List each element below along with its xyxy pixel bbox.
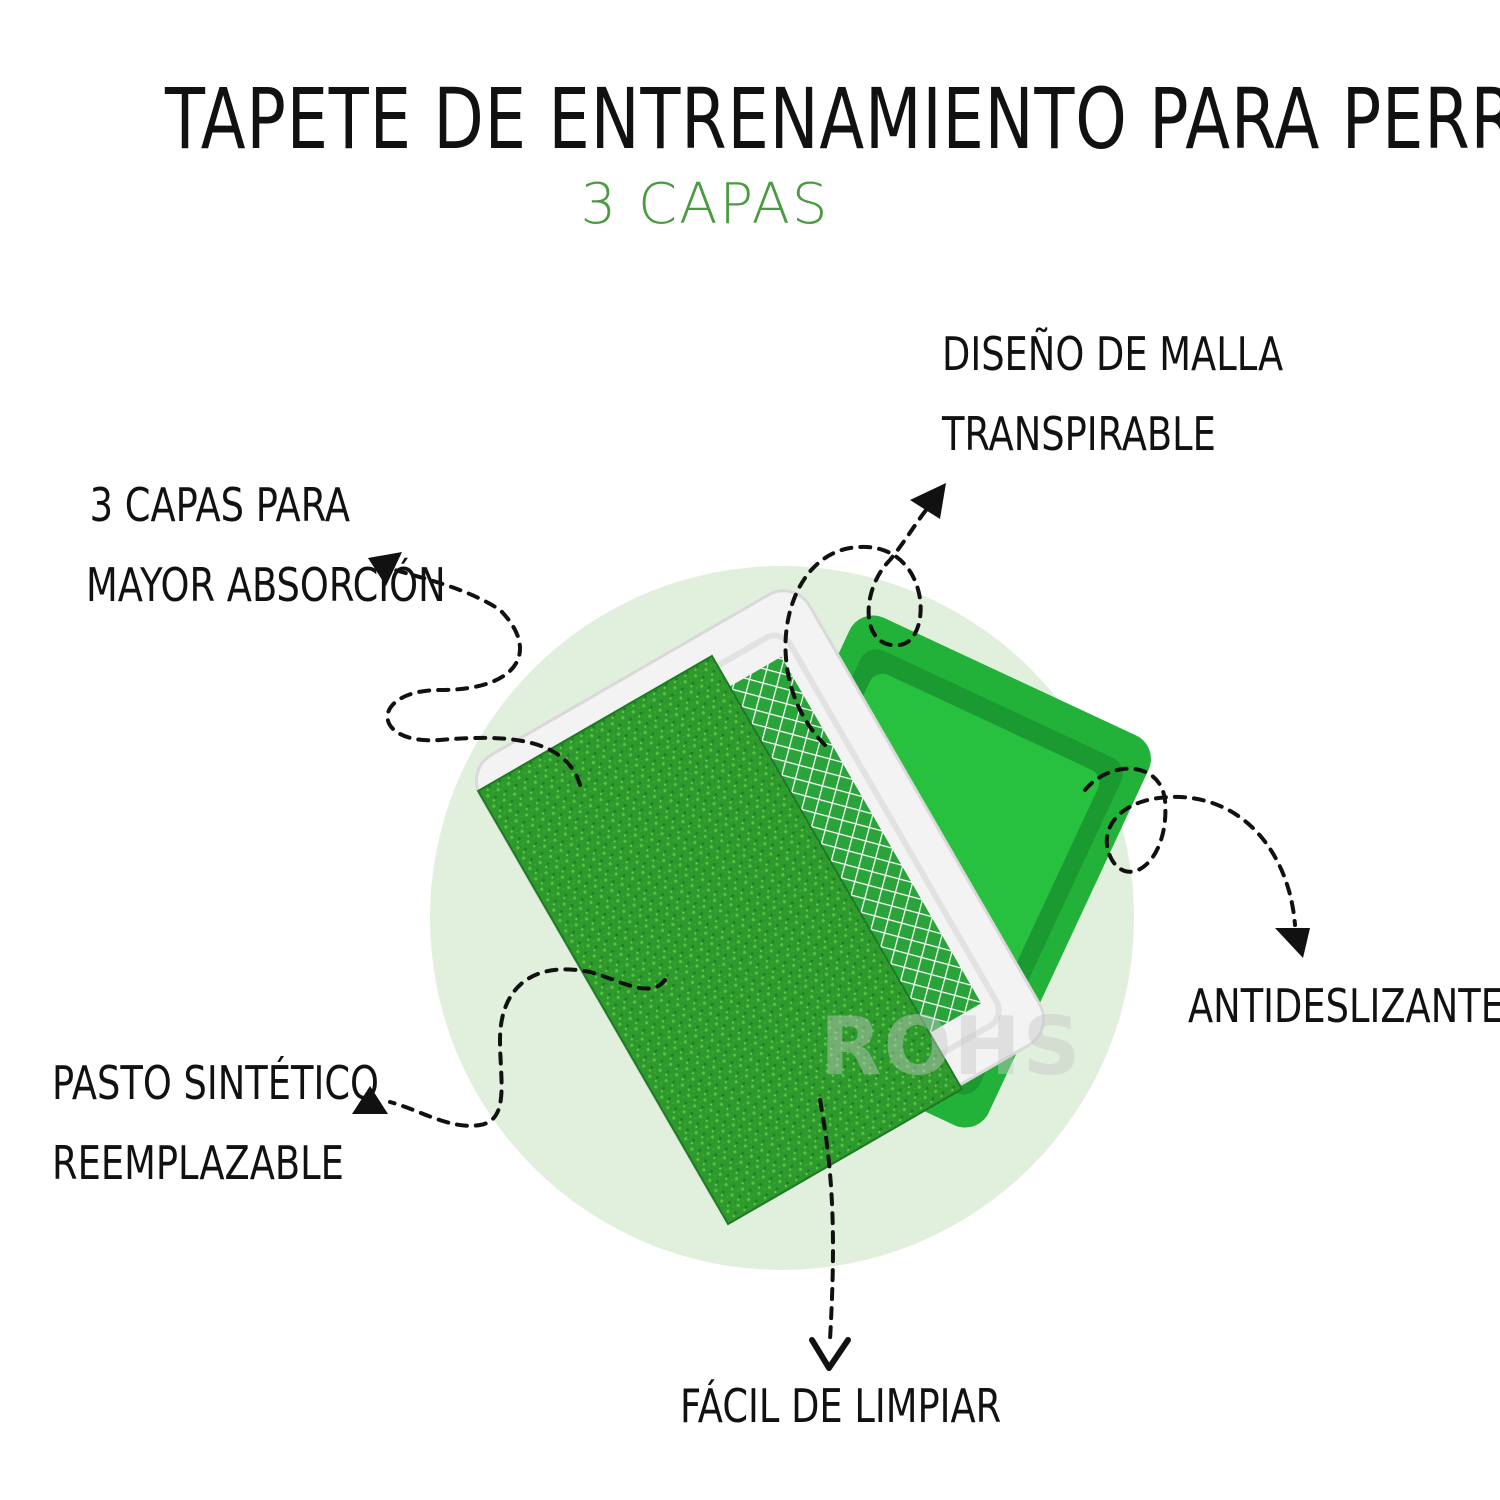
feature-pasto: PASTO SINTÉTICO REEMPLAZABLE [52,1043,379,1203]
feature-absorcion-line2: MAYOR ABSORCIÓN [86,558,446,612]
feature-antideslizante-line1: ANTIDESLIZANTE [1188,979,1500,1033]
subtitle: 3 CAPAS [580,172,830,237]
connector-pasto [388,967,667,1128]
connector-antideslizante [1083,766,1297,927]
arrow-head-malla [910,483,946,519]
arrow-head-limpiar [809,1337,851,1371]
arrow-head-antideslizante [1275,928,1310,958]
feature-malla-line1: DISEÑO DE MALLA [942,327,1284,381]
arrow-head-pasto [352,1086,388,1114]
feature-pasto-line1: PASTO SINTÉTICO [52,1056,379,1110]
connector-malla [783,498,937,747]
page-title: TAPETE DE ENTRENAMIENTO PARA PERRO [165,70,1500,168]
connector-limpiar [818,1098,835,1342]
feature-limpiar-line1: FÁCIL DE LIMPIAR [680,1379,1002,1433]
feature-malla: DISEÑO DE MALLA TRANSPIRABLE [942,314,1284,474]
feature-absorcion: 3 CAPAS PARA MAYOR ABSORCIÓN [86,465,446,625]
feature-pasto-line2: REEMPLAZABLE [52,1136,344,1190]
arrow-head-absorcion [368,552,402,586]
feature-malla-line2: TRANSPIRABLE [942,407,1216,461]
watermark-logo: ROHS [820,1000,1083,1093]
feature-antideslizante: ANTIDESLIZANTE [1188,966,1500,1046]
feature-limpiar: FÁCIL DE LIMPIAR [680,1366,1002,1446]
connector-absorcion [385,568,582,787]
feature-absorcion-line1: 3 CAPAS PARA [89,478,351,532]
grass-pad [476,654,964,1226]
